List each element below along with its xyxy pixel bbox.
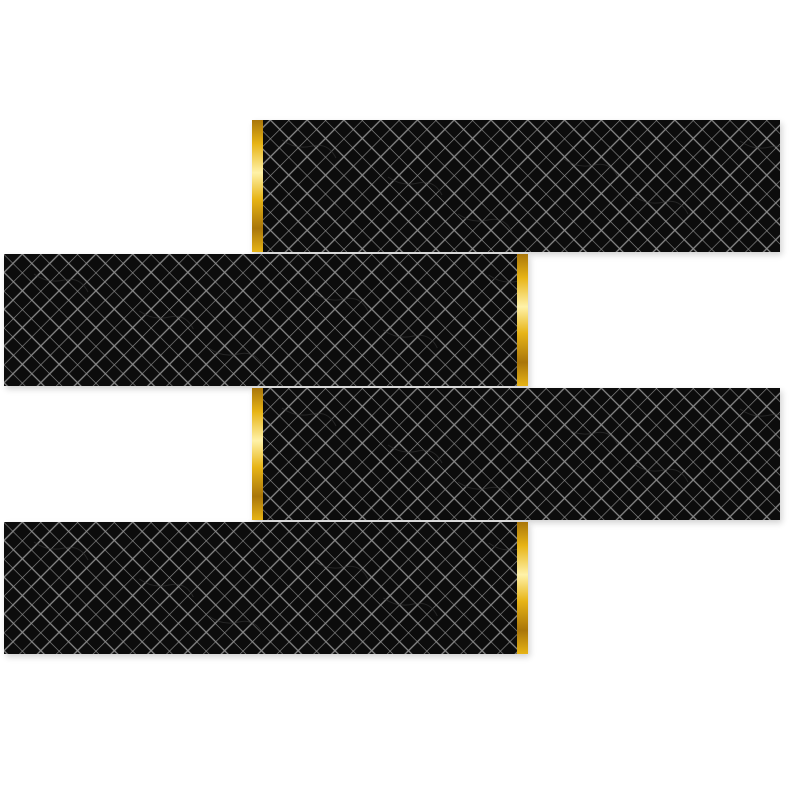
gold-edge-left-strip-1 [252, 120, 263, 252]
tile-strip-3 [252, 388, 780, 520]
herringbone-pattern-strip-2 [4, 254, 528, 386]
herringbone-pattern-strip-1 [252, 120, 780, 252]
herringbone-pattern-strip-3 [252, 388, 780, 520]
gold-edge-left-strip-3 [252, 388, 263, 520]
tile-strip-2 [4, 254, 528, 386]
herringbone-pattern-strip-4 [4, 522, 528, 654]
tile-strip-1 [252, 120, 780, 252]
gold-edge-right-strip-2 [517, 254, 528, 386]
tile-strip-4 [4, 522, 528, 654]
gold-edge-right-strip-4 [517, 522, 528, 654]
